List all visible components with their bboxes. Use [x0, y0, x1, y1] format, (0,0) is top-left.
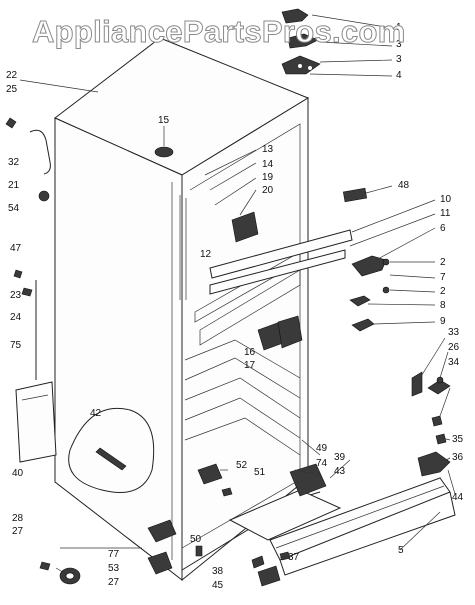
- callout-label: 8: [440, 300, 446, 311]
- callout-label: 34: [448, 357, 460, 368]
- callout-label: 15: [158, 115, 170, 126]
- callout-label: 38: [212, 566, 224, 577]
- callout-label: 19: [262, 172, 274, 183]
- callout-label: 49: [316, 443, 328, 454]
- callout-label: 40: [12, 468, 24, 479]
- callout-label: 53: [108, 563, 120, 574]
- evaporator-coil-part: [68, 407, 155, 493]
- label-part: [342, 187, 368, 203]
- callout-label: 28: [12, 513, 24, 524]
- callout-label: 37: [288, 552, 300, 563]
- callout-label: 1: [396, 22, 402, 33]
- callout-label: 3: [396, 39, 402, 50]
- callout-label: 2: [440, 257, 446, 268]
- callout-label: 27: [12, 526, 24, 537]
- callout-label: 33: [448, 327, 460, 338]
- callout-label: 7: [440, 272, 446, 283]
- callout-label: 13: [262, 144, 274, 155]
- callout-label: 21: [8, 180, 20, 191]
- callout-label: 27: [108, 577, 120, 588]
- grommet-part: [38, 190, 50, 202]
- callout-label: 74: [316, 458, 328, 469]
- hinge-spacer-part: [287, 33, 319, 49]
- callout-label: 48: [398, 180, 410, 191]
- callout-label: 11: [440, 208, 451, 219]
- callout-label: 36: [452, 452, 464, 463]
- cap-part: [154, 146, 174, 158]
- hinge-cap-part: [281, 8, 309, 24]
- callout-label: 2: [440, 286, 446, 297]
- cabinet-shell: [54, 37, 321, 582]
- drain-tube-part: [29, 129, 51, 175]
- callout-label: 54: [8, 203, 20, 214]
- drain-pan-part: [228, 489, 342, 541]
- callout-label: 45: [212, 580, 224, 591]
- back-panel-part: [15, 381, 57, 463]
- callout-label: 35: [452, 434, 464, 445]
- center-hinge-part: [351, 255, 387, 277]
- callout-label: 9: [440, 316, 446, 327]
- callout-label: 44: [452, 492, 464, 503]
- lower-hinge-part: [411, 371, 423, 397]
- callout-label: 24: [10, 312, 22, 323]
- callout-label: 20: [262, 185, 274, 196]
- callout-label: 23: [10, 290, 22, 301]
- callout-label: 4: [396, 70, 402, 81]
- watermark: AppliancePartsPros.com: [32, 14, 406, 50]
- callout-label: 26: [448, 342, 460, 353]
- callout-label: 6: [440, 223, 446, 234]
- leveler-part: [147, 519, 177, 543]
- callout-label: 47: [10, 243, 22, 254]
- callout-label: 25: [6, 84, 18, 95]
- callout-label: 42: [90, 408, 102, 419]
- callout-label: 22: [6, 70, 18, 81]
- callout-label: 39: [334, 452, 346, 463]
- callout-labels: 1 3 3 4 22 25 15 13 14 19 20 32 21 54 48…: [6, 22, 464, 591]
- callout-label: 16: [244, 347, 256, 358]
- callout-label: 52: [236, 460, 248, 471]
- callout-label: 43: [334, 466, 346, 477]
- callout-label: 75: [10, 340, 22, 351]
- callout-label: 51: [254, 467, 266, 478]
- callout-label: 77: [108, 549, 120, 560]
- callout-label: 32: [8, 157, 20, 168]
- callout-label: 17: [244, 360, 256, 371]
- callout-label: 3: [396, 54, 402, 65]
- callout-label: 10: [440, 194, 452, 205]
- callout-label: 12: [200, 249, 212, 260]
- callout-label: 5: [398, 545, 404, 556]
- stop-part: [351, 318, 375, 332]
- callout-label: 50: [190, 534, 202, 545]
- callout-label: 14: [262, 159, 274, 170]
